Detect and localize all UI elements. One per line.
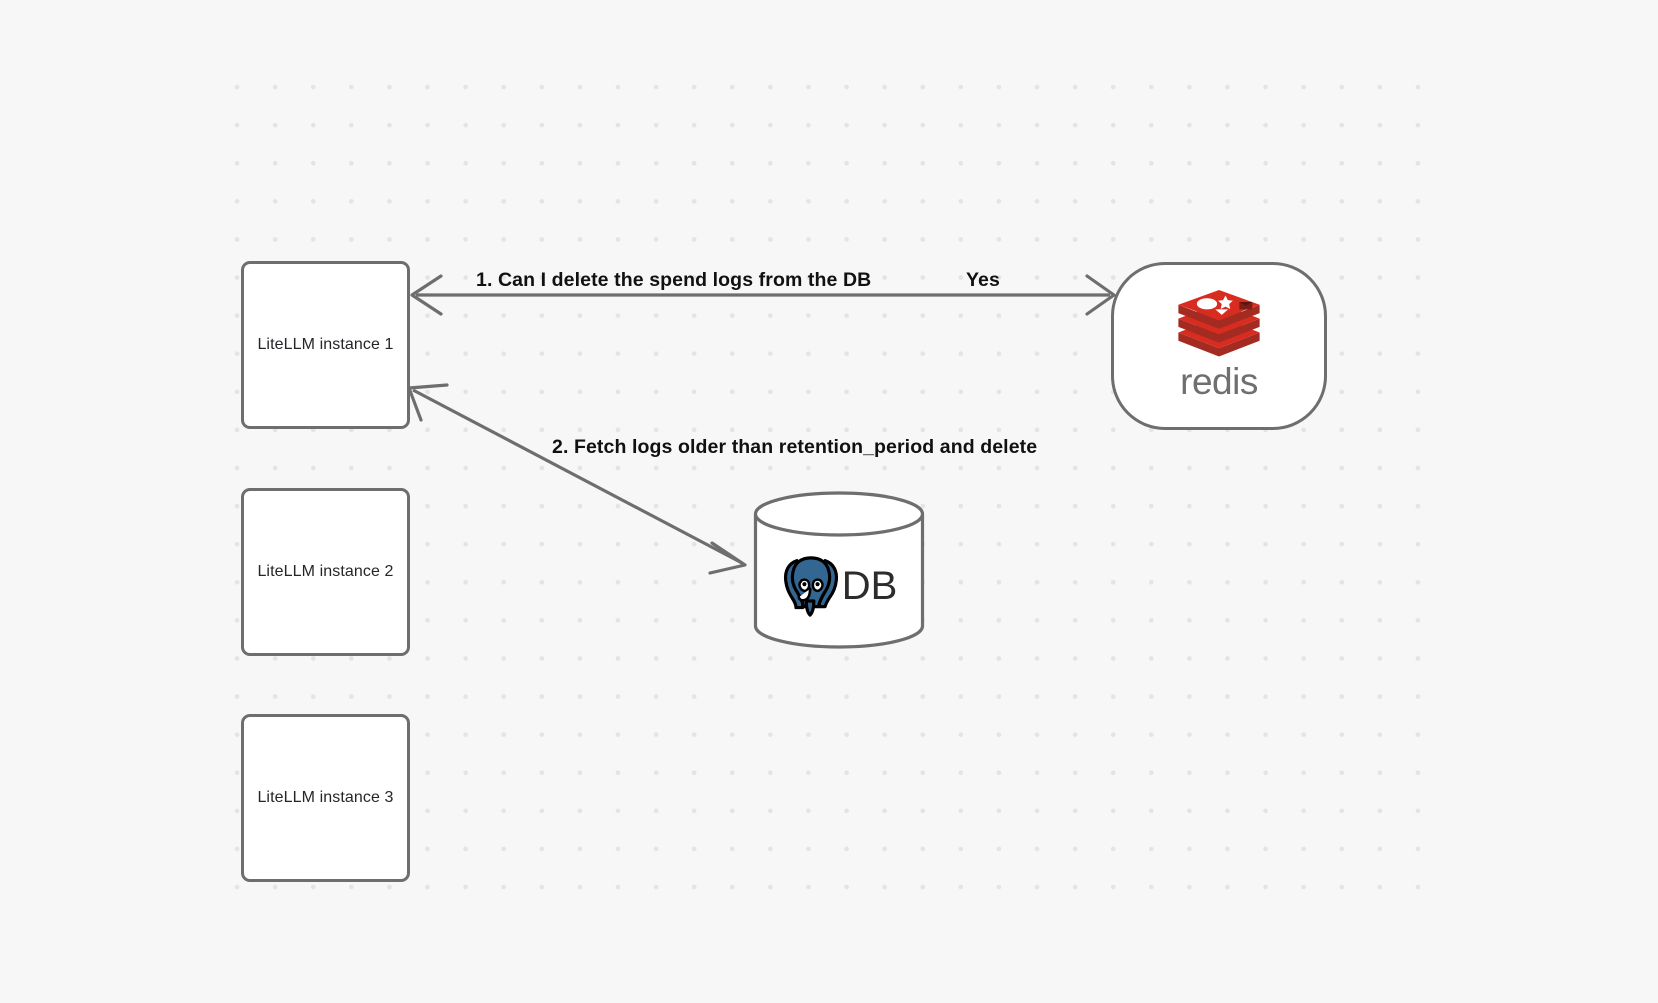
node-litellm-instance-1[interactable]: LiteLLM instance 1: [241, 261, 410, 429]
edge-label-step-1-reply: Yes: [966, 269, 1000, 291]
postgresql-elephant-icon: [783, 556, 838, 617]
arrowhead-left: [410, 274, 443, 316]
redis-logo-icon: [1178, 290, 1260, 357]
node-label: LiteLLM instance 3: [257, 789, 394, 806]
arrowhead-right: [1085, 274, 1116, 316]
redis-wordmark-text: redis: [1180, 364, 1258, 402]
node-redis[interactable]: redis: [1111, 262, 1327, 430]
edge-db-litellm1: [407, 383, 747, 575]
redis-label: redis: [1180, 364, 1258, 402]
node-litellm-instance-2[interactable]: LiteLLM instance 2: [241, 488, 410, 656]
node-label: LiteLLM instance 2: [257, 563, 394, 580]
arrowhead-upleft: [407, 383, 449, 422]
db-label: DB: [841, 564, 898, 608]
arrowhead-downright: [708, 541, 747, 575]
node-label: LiteLLM instance 1: [257, 336, 394, 353]
db-node-content: DB: [753, 531, 925, 641]
node-postgres-db[interactable]: DB: [753, 491, 925, 649]
cylinder-shape: [753, 491, 925, 649]
edge-label-step-2: 2. Fetch logs older than retention_perio…: [552, 436, 1038, 458]
node-litellm-instance-3[interactable]: LiteLLM instance 3: [241, 714, 410, 882]
edge-label-step-1: 1. Can I delete the spend logs from the …: [476, 269, 872, 291]
